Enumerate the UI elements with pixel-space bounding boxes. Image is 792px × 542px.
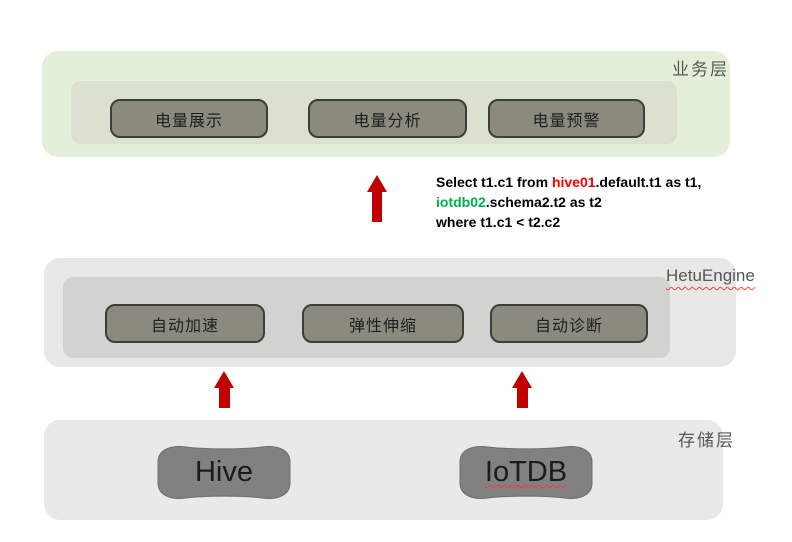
sql-query-annotation: Select t1.c1 from hive01.default.t1 as t… (436, 172, 786, 232)
storage-layer-label: 存储层 (678, 431, 735, 450)
auto-diagnosis-label: 自动诊断 (534, 317, 603, 335)
power-warning-label: 电量预警 (532, 112, 601, 130)
sql-catalog-hive01: hive01 (551, 174, 596, 190)
up-arrow-icon (367, 175, 387, 192)
hive-label: Hive (194, 456, 253, 488)
sql-line-1: Select t1.c1 from hive01.default.t1 as t… (436, 174, 702, 190)
iotdb-up-arrow-stem (517, 387, 528, 408)
auto-acceleration-node: 自动加速 (105, 304, 265, 343)
hive-up-arrow-stem (219, 387, 230, 408)
power-display-node: 电量展示 (110, 99, 268, 138)
auto-diagnosis-node: 自动诊断 (490, 304, 648, 343)
hive-node: Hive (156, 442, 292, 503)
auto-acceleration-label: 自动加速 (150, 317, 219, 335)
iotdb-barrel-shape (459, 446, 593, 499)
hetuengine-layer-label: HetuEngine (666, 266, 755, 285)
power-analysis-node: 电量分析 (308, 99, 467, 138)
elastic-scaling-node: 弹性伸缩 (302, 304, 464, 343)
power-display-label: 电量展示 (154, 112, 223, 130)
sql-line-2: iotdb02.schema2.t2 as t2 (436, 194, 602, 210)
business-layer-label: 业务层 (672, 60, 729, 79)
sql-line-3: where t1.c1 < t2.c2 (436, 214, 561, 230)
power-analysis-label: 电量分析 (353, 112, 422, 130)
sql-catalog-iotdb02: iotdb02 (436, 194, 486, 210)
storage-layer-box (44, 420, 723, 520)
elastic-scaling-label: 弹性伸缩 (348, 317, 417, 335)
hive-up-arrow-icon (214, 371, 234, 388)
power-warning-node: 电量预警 (488, 99, 645, 138)
hive-barrel-shape (157, 446, 291, 499)
iotdb-node: IoTDB (458, 442, 594, 503)
up-arrow-stem (372, 191, 382, 222)
iotdb-up-arrow-icon (512, 371, 532, 388)
iotdb-label: IoTDB (484, 456, 568, 488)
